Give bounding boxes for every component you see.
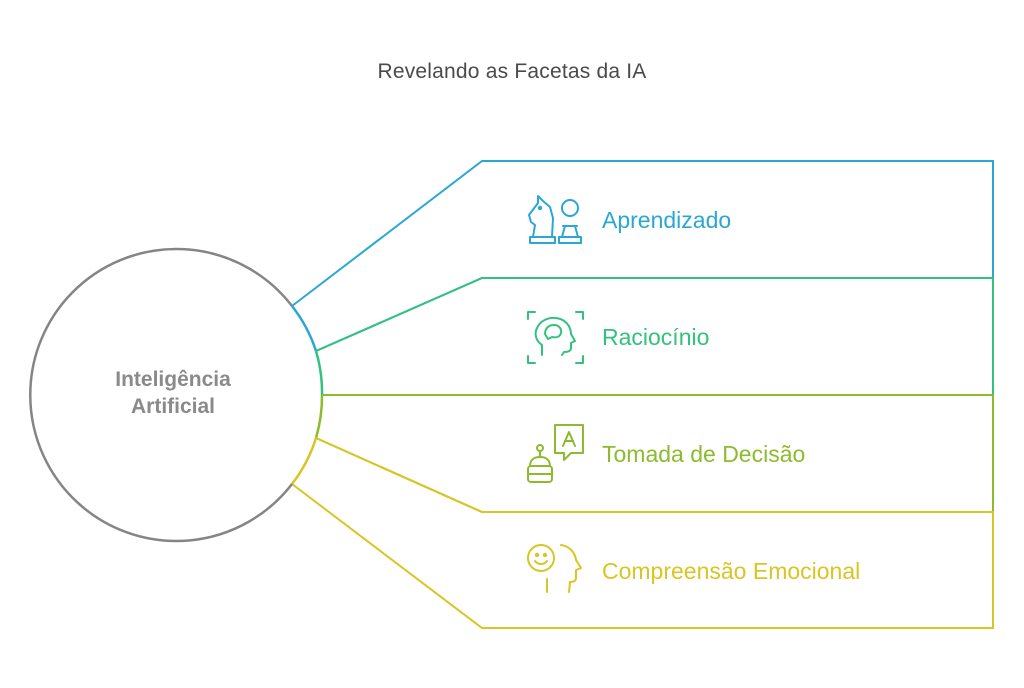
facet-label-compreensao-emocional: Compreensão Emocional	[602, 558, 861, 584]
facet-label-aprendizado: Aprendizado	[602, 207, 732, 233]
central-concept-label: Inteligência Artificial	[60, 366, 286, 420]
central-circle	[29, 247, 293, 543]
facet-segment-compreensao-emocional	[291, 437, 994, 629]
robot-speech-icon	[527, 424, 584, 483]
chess-pieces-icon	[528, 195, 582, 244]
brain-head-scan-icon	[527, 311, 584, 364]
diagram-title: Revelando as Facetas da IA	[377, 60, 647, 83]
circle-arc-olive	[314, 394, 324, 439]
facet-label-tomada-de-decisao: Tomada de Decisão	[602, 441, 806, 467]
facet-label-raciocinio: Raciocínio	[602, 324, 710, 350]
circle-arc-yellow	[291, 437, 318, 485]
central-concept-line-1: Inteligência	[115, 368, 231, 391]
circle-arc-blue	[291, 305, 318, 352]
central-concept-line-2: Artificial	[130, 395, 216, 418]
circle-arc-green	[314, 350, 324, 396]
segment-outline-yellow	[291, 437, 994, 629]
smiley-head-icon	[527, 544, 582, 593]
